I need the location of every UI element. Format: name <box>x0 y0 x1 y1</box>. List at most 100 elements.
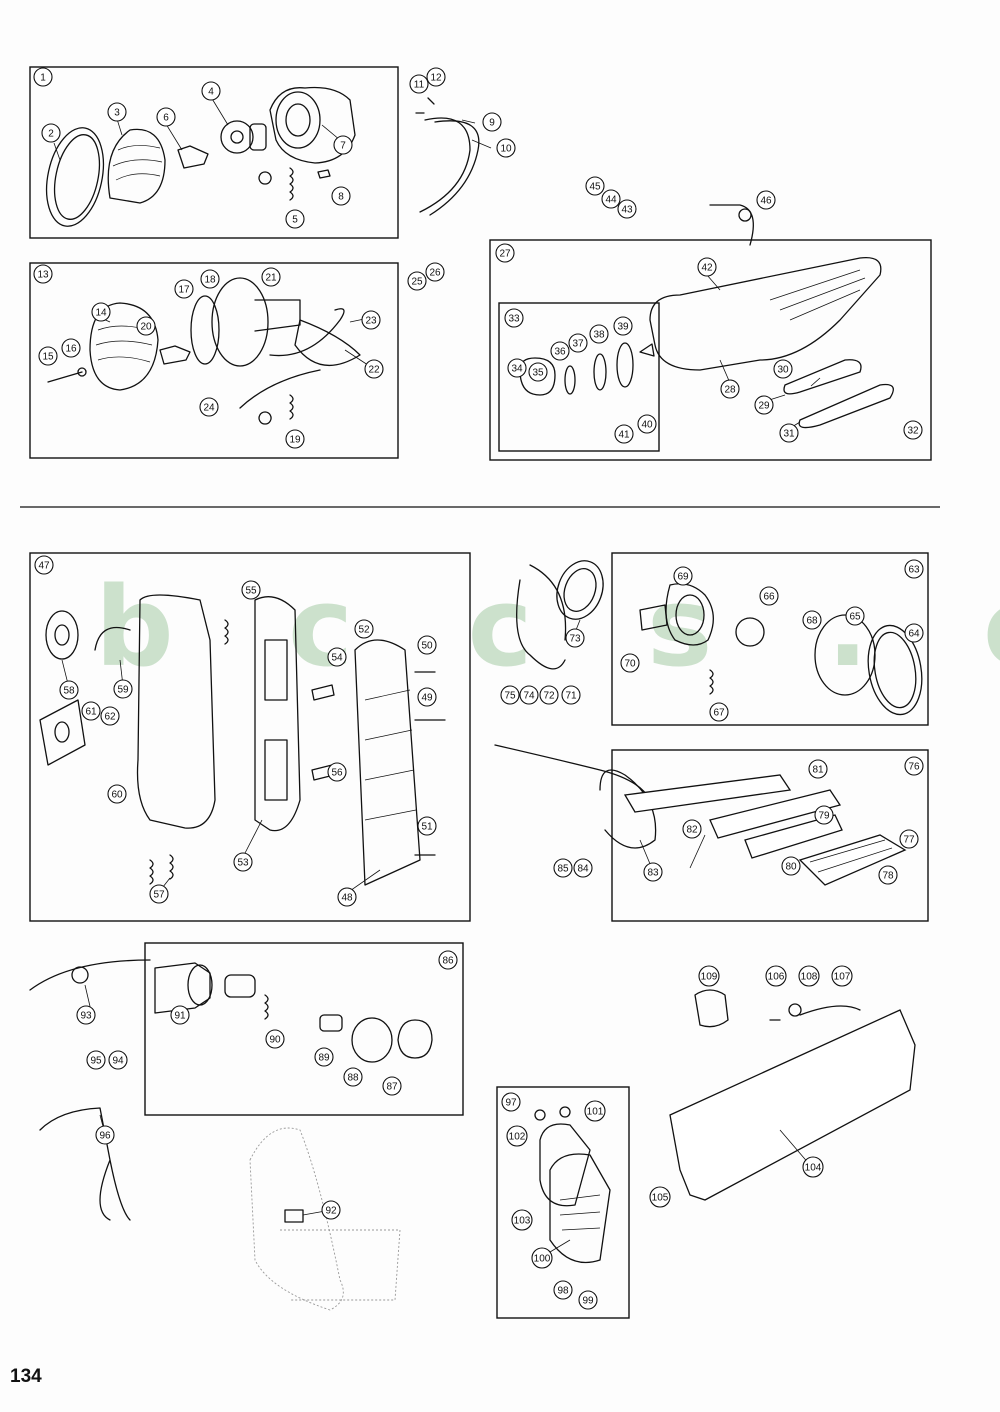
watermark: b c c s . c h <box>95 563 1000 691</box>
callout-103: 103 <box>511 1209 533 1231</box>
callout-58: 58 <box>59 680 79 700</box>
callout-94: 94 <box>108 1050 128 1070</box>
callout-label: 78 <box>882 871 894 882</box>
callout-53: 53 <box>233 852 253 872</box>
callout-29: 29 <box>754 395 774 415</box>
group-frame-76 <box>611 749 929 922</box>
callout-93: 93 <box>76 1005 96 1025</box>
callout-70: 70 <box>620 653 640 673</box>
callout-label: 48 <box>341 893 353 904</box>
group-frame-97 <box>496 1086 630 1319</box>
callout-label: 33 <box>508 314 520 325</box>
callout-60: 60 <box>107 784 127 804</box>
callout-label: 16 <box>65 344 77 355</box>
callout-32: 32 <box>903 420 923 440</box>
callout-label: 21 <box>265 273 277 284</box>
callout-76: 76 <box>904 756 924 776</box>
callout-label: 95 <box>90 1056 102 1067</box>
callout-51: 51 <box>417 816 437 836</box>
callout-label: 4 <box>208 87 214 98</box>
callout-label: 36 <box>554 347 566 358</box>
callout-label: 106 <box>768 972 785 983</box>
callout-74: 74 <box>519 685 539 705</box>
callout-label: 9 <box>489 118 495 129</box>
callout-label: 90 <box>269 1035 281 1046</box>
callout-label: 84 <box>577 864 589 875</box>
callout-label: 98 <box>557 1286 569 1297</box>
callout-label: 79 <box>818 811 830 822</box>
callout-label: 65 <box>849 612 861 623</box>
callout-label: 17 <box>178 285 190 296</box>
callout-label: 22 <box>368 365 380 376</box>
callout-73: 73 <box>565 628 585 648</box>
callout-label: 15 <box>42 352 54 363</box>
callout-label: 11 <box>414 80 425 91</box>
callout-87: 87 <box>382 1076 402 1096</box>
callout-label: 77 <box>903 835 915 846</box>
rear-lamp-parts <box>39 594 446 886</box>
group-frame-86 <box>144 942 464 1116</box>
callout-83: 83 <box>643 862 663 882</box>
callout-49: 49 <box>417 687 437 707</box>
callout-42: 42 <box>697 257 717 277</box>
callout-label: 32 <box>907 426 919 437</box>
callout-label: 71 <box>565 691 577 702</box>
callout-label: 37 <box>572 339 584 350</box>
callout-11: 11 <box>409 74 429 94</box>
callout-label: 42 <box>701 263 713 274</box>
callout-78: 78 <box>878 865 898 885</box>
callout-77: 77 <box>899 829 919 849</box>
callout-66: 66 <box>759 586 779 606</box>
side-lamp-parts <box>45 86 356 227</box>
callout-label: 102 <box>509 1132 526 1143</box>
callout-23: 23 <box>361 310 381 330</box>
callout-label: 46 <box>760 196 772 207</box>
callout-label: 97 <box>505 1098 517 1109</box>
callout-label: 57 <box>153 890 165 901</box>
callout-label: 92 <box>325 1206 337 1217</box>
callout-label: 108 <box>801 972 818 983</box>
callout-16: 16 <box>61 338 81 358</box>
callout-24: 24 <box>199 397 219 417</box>
callout-label: 38 <box>593 330 605 341</box>
callout-57: 57 <box>149 884 169 904</box>
callout-1: 1 <box>33 67 53 87</box>
callout-47: 47 <box>34 555 54 575</box>
callout-71: 71 <box>561 685 581 705</box>
group-frame-33 <box>498 302 660 452</box>
callout-8: 8 <box>331 186 351 206</box>
callout-68: 68 <box>802 610 822 630</box>
callout-67: 67 <box>709 702 729 722</box>
callout-45: 45 <box>585 176 605 196</box>
callout-label: 56 <box>331 768 343 779</box>
callout-label: 53 <box>237 858 249 869</box>
callout-33: 33 <box>504 308 524 328</box>
callout-109: 109 <box>698 965 720 987</box>
callout-label: 64 <box>908 629 920 640</box>
callout-label: 18 <box>204 275 216 286</box>
callout-50: 50 <box>417 635 437 655</box>
callout-label: 74 <box>523 691 535 702</box>
callout-65: 65 <box>845 606 865 626</box>
callout-label: 52 <box>358 625 370 636</box>
callout-label: 101 <box>587 1107 604 1118</box>
callout-80: 80 <box>781 856 801 876</box>
callout-label: 87 <box>386 1082 398 1093</box>
callout-105: 105 <box>649 1186 671 1208</box>
callout-label: 61 <box>85 707 97 718</box>
callout-label: 45 <box>589 182 601 193</box>
callout-layer: 1234567891011121314151617181920212223242… <box>33 67 924 1310</box>
callout-55: 55 <box>241 580 261 600</box>
reversing-lamp-parts <box>534 1106 611 1264</box>
callout-label: 28 <box>724 385 736 396</box>
callout-6: 6 <box>156 107 176 127</box>
callout-98: 98 <box>553 1280 573 1300</box>
callout-label: 3 <box>114 108 120 119</box>
callout-9: 9 <box>482 112 502 132</box>
callout-2: 2 <box>41 123 61 143</box>
stalk-switch-parts <box>519 204 894 429</box>
callout-88: 88 <box>343 1067 363 1087</box>
callout-62: 62 <box>100 706 120 726</box>
callout-79: 79 <box>814 805 834 825</box>
callout-label: 88 <box>347 1073 359 1084</box>
